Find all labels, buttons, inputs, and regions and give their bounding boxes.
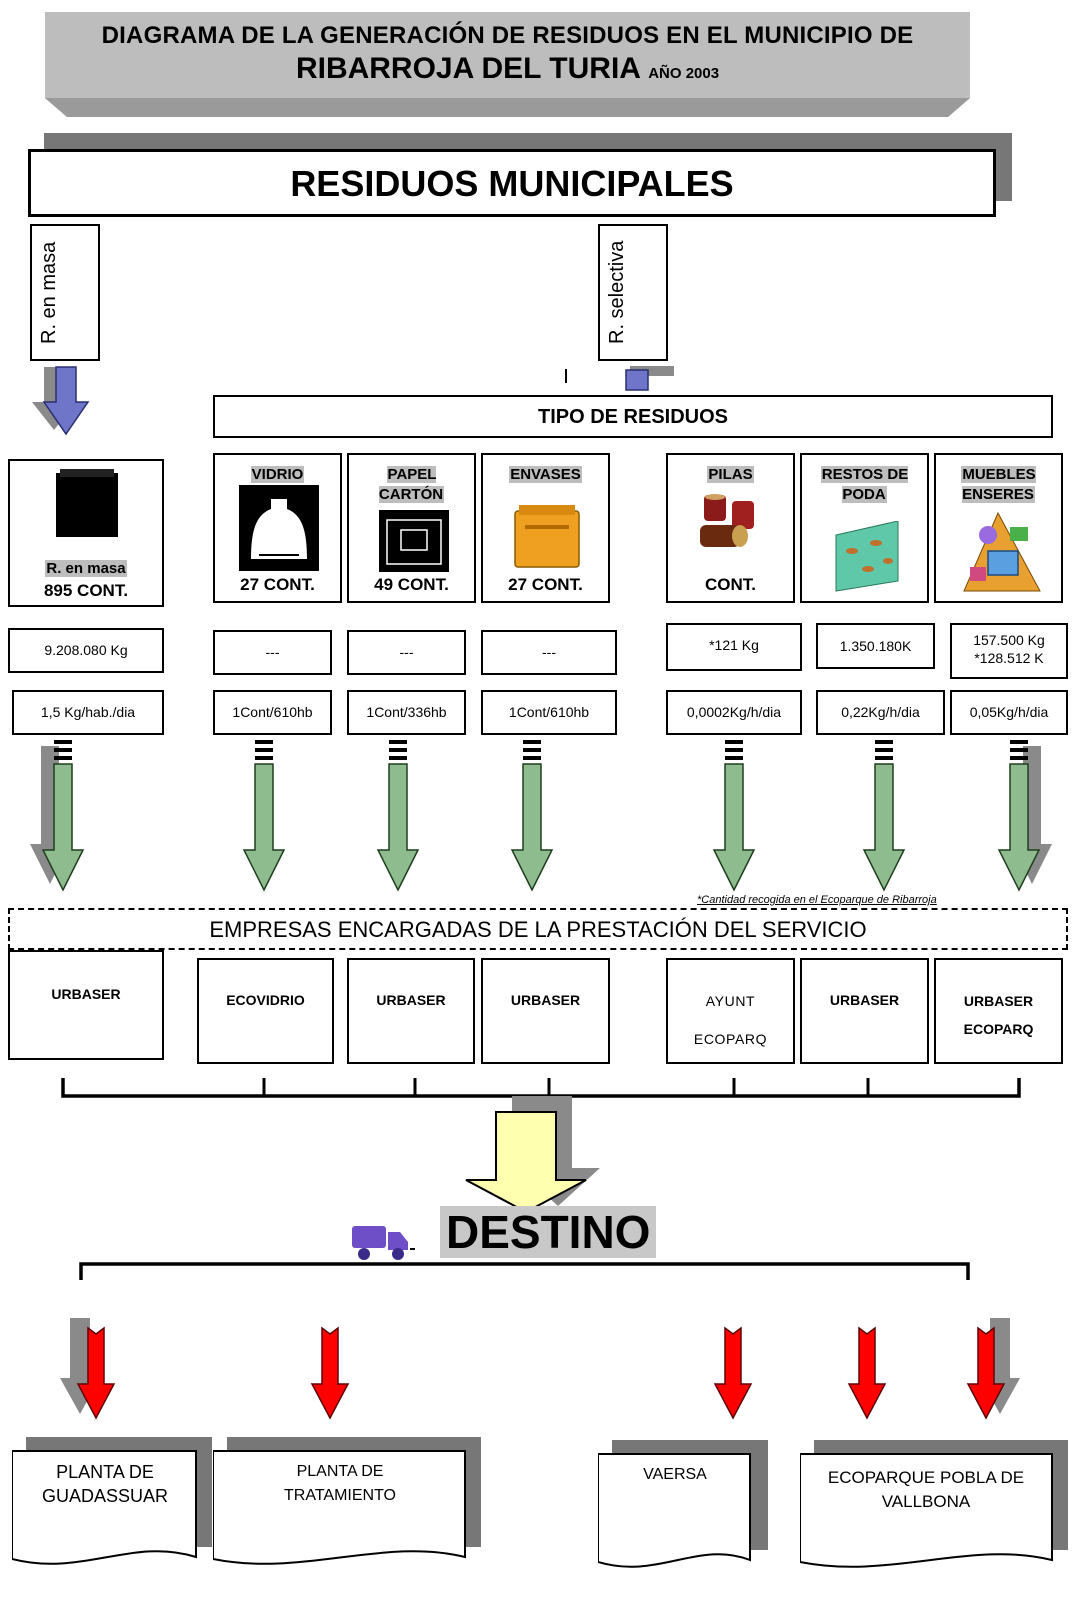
empresas-label: EMPRESAS ENCARGADAS DE LA PRESTACIÓN DEL… (209, 917, 867, 942)
destination-label: ECOPARQUE POBLA DE VALLBONA (827, 1468, 1025, 1511)
category-box-pilas: PILAS CONT. (666, 453, 795, 603)
destination-label: PLANTA DE TRATAMIENTO (284, 1463, 396, 1504)
destination-shape (800, 1440, 1068, 1568)
company-box: URBASER (8, 950, 164, 1060)
red-arrows (60, 1318, 1020, 1419)
company-name-2: ECOPARQ (963, 1021, 1034, 1037)
rate-box: 0,05Kg/h/dia (950, 690, 1068, 735)
rate-box: 1Cont/336hb (347, 690, 466, 735)
value-box: --- (213, 630, 332, 675)
value-box: --- (347, 630, 466, 675)
rate-box: 1Cont/610hb (481, 690, 617, 735)
destination-label: VAERSA (643, 1466, 707, 1483)
category-count: 895 CONT. (43, 581, 129, 600)
category-count: 27 CONT. (508, 575, 583, 594)
batteries-icon (700, 494, 754, 547)
company-box: ECOVIDRIO (197, 958, 334, 1064)
value-box: --- (481, 630, 617, 675)
glass-igloo-icon (239, 485, 319, 571)
category-label: ENVASES (509, 466, 582, 483)
bracket-bottom (79, 1262, 970, 1280)
category-label: VIDRIO (250, 466, 305, 483)
company-box: URBASER (800, 958, 929, 1064)
category-box-poda: RESTOS DE PODA (800, 453, 929, 603)
branch-masa: R. en masa (30, 224, 100, 361)
company-name: ECOVIDRIO (226, 992, 305, 1008)
company-name: URBASER (829, 992, 900, 1008)
company-name: URBASER (510, 992, 581, 1008)
category-count: 49 CONT. (374, 575, 449, 594)
company-name: URBASER (963, 993, 1034, 1009)
destino-title: DESTINO (440, 1204, 657, 1260)
empresas-box: EMPRESAS ENCARGADAS DE LA PRESTACIÓN DEL… (8, 908, 1068, 950)
value-box: 1.350.180K (816, 623, 935, 669)
rate-box: 1Cont/610hb (213, 690, 332, 735)
company-name: URBASER (51, 986, 121, 1002)
company-name: AYUNT (705, 993, 756, 1009)
title-line2: RIBARROJA DEL TURIA AÑO 2003 (45, 52, 970, 86)
category-box-papel: PAPEL CARTÓN 49 CONT. (347, 453, 476, 603)
destination-shape (12, 1437, 212, 1565)
furniture-pile-icon (963, 511, 1041, 592)
category-label: RESTOS DE PODA (820, 466, 909, 503)
company-box: AYUNT ECOPARQ (666, 958, 795, 1064)
category-label: R. en masa (45, 560, 127, 577)
value-box: 9.208.080 Kg (8, 628, 164, 673)
rate-box: 0,22Kg/h/dia (816, 690, 945, 735)
rate-box: 0,0002Kg/h/dia (666, 690, 802, 735)
category-count: 27 CONT. (240, 575, 315, 594)
rate-box: 1,5 Kg/hab./dia (12, 690, 164, 735)
destination-label: PLANTA DE GUADASSUAR (41, 1462, 169, 1506)
tick-mark (565, 369, 567, 383)
category-box-envases: ENVASES 27 CONT. (481, 453, 610, 603)
destination-shape (598, 1440, 768, 1568)
category-label: PILAS (707, 466, 754, 483)
value-box-muebles: 157.500 Kg *128.512 K (950, 623, 1068, 679)
destination-shape (213, 1437, 481, 1565)
category-count: CONT. (705, 575, 756, 594)
company-box: URBASER (347, 958, 475, 1064)
paper-container-icon (379, 510, 449, 572)
main-box: RESIDUOS MUNICIPALES (28, 149, 996, 217)
category-box-vidrio: VIDRIO 27 CONT. (213, 453, 342, 603)
tipo-residuos-box: TIPO DE RESIDUOS (213, 395, 1053, 438)
title-place: RIBARROJA DEL TURIA (295, 52, 640, 85)
destino-label: DESTINO (440, 1206, 657, 1258)
value-line: *128.512 K (974, 650, 1044, 666)
title: DIAGRAMA DE LA GENERACIÓN DE RESIDUOS EN… (45, 22, 970, 86)
footnote: *Cantidad recogida en el Ecoparque de Ri… (697, 894, 937, 906)
company-name-2: ECOPARQ (693, 1031, 768, 1047)
title-year: AÑO 2003 (648, 65, 720, 82)
company-box: URBASER ECOPARQ (934, 958, 1063, 1064)
yellow-container-icon (514, 505, 580, 568)
title-line1: DIAGRAMA DE LA GENERACIÓN DE RESIDUOS EN… (101, 22, 914, 49)
category-label: MUEBLES ENSERES (961, 466, 1036, 503)
category-label: PAPEL CARTÓN (378, 466, 445, 503)
tree-stumps-icon (835, 521, 899, 592)
company-name: URBASER (376, 992, 446, 1008)
value-line: 157.500 Kg (973, 632, 1045, 648)
yellow-arrow (465, 1096, 600, 1214)
title-banner (45, 12, 970, 117)
blue-arrow-masa (32, 366, 90, 436)
category-box-muebles: MUEBLES ENSERES (934, 453, 1063, 603)
green-arrows (30, 740, 1052, 891)
branch-selectiva: R. selectiva (598, 224, 668, 361)
value-box: *121 Kg (666, 623, 802, 671)
blue-arrow-selectiva (625, 366, 674, 391)
company-box: URBASER (481, 958, 610, 1064)
truck-icon (352, 1226, 415, 1260)
black-container-icon (56, 469, 118, 537)
category-box-masa: R. en masa 895 CONT. (8, 459, 164, 607)
